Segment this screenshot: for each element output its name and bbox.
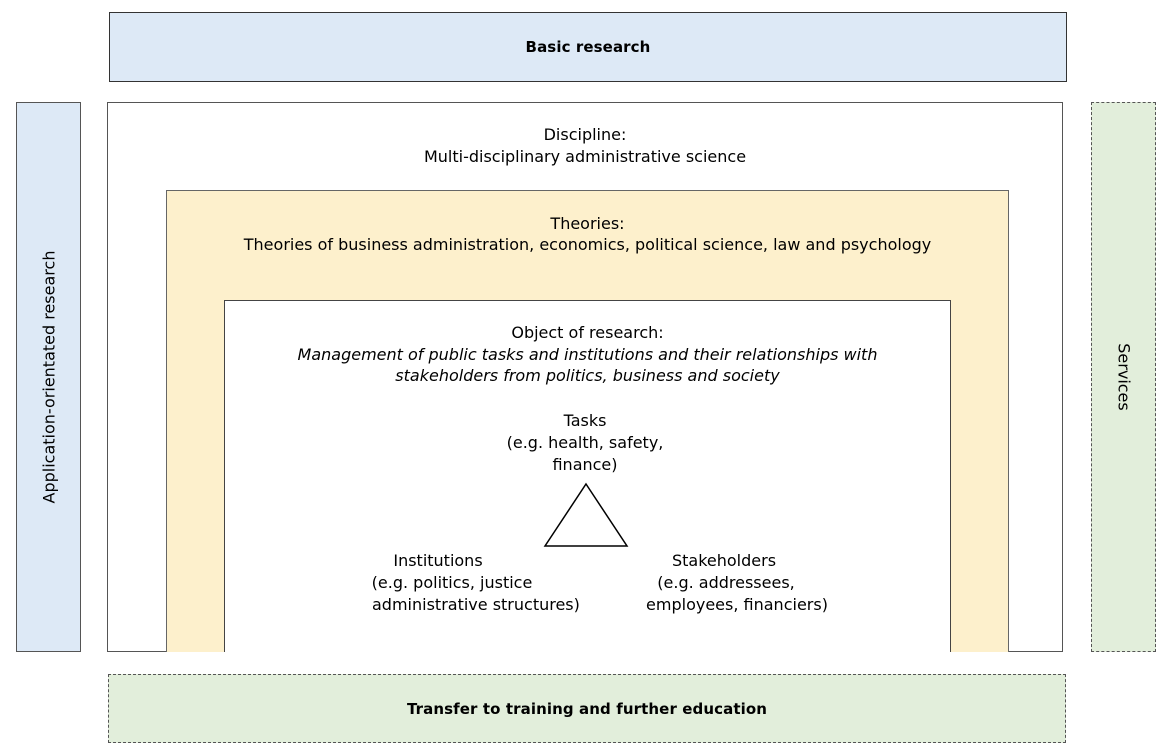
services-box: Services	[1091, 102, 1156, 652]
application-research-box: Application-orientated research	[16, 102, 81, 652]
object-heading: Object of research:	[511, 323, 664, 342]
theories-heading: Theories:	[550, 214, 625, 233]
discipline-heading: Discipline:	[543, 125, 627, 144]
tasks-title: Tasks	[563, 411, 607, 430]
transfer-label: Transfer to training and further educati…	[406, 699, 768, 718]
basic-research-label: Basic research	[525, 38, 651, 56]
transfer-box: Transfer to training and further educati…	[108, 674, 1066, 743]
stakeholders-line2: employees, financiers)	[646, 595, 828, 614]
object-of-research-box	[224, 300, 951, 652]
triangle-shape	[543, 482, 629, 547]
institutions-line1: (e.g. politics, justice	[371, 573, 533, 592]
theories-text: Theories of business administration, eco…	[243, 235, 932, 254]
stakeholders-title: Stakeholders	[671, 551, 777, 570]
services-label: Services	[1114, 343, 1133, 411]
institutions-title: Institutions	[393, 551, 483, 570]
institutions-line2: administrative structures)	[372, 595, 580, 614]
object-text-line2: stakeholders from politics, business and…	[395, 366, 780, 385]
basic-research-box: Basic research	[109, 12, 1067, 82]
discipline-text: Multi-disciplinary administrative scienc…	[423, 147, 747, 166]
tasks-line2: finance)	[552, 455, 618, 474]
tasks-line1: (e.g. health, safety,	[506, 433, 664, 452]
object-text-line1: Management of public tasks and instituti…	[297, 345, 878, 364]
application-research-label: Application-orientated research	[39, 250, 58, 504]
stakeholders-line1: (e.g. addressees,	[657, 573, 795, 592]
